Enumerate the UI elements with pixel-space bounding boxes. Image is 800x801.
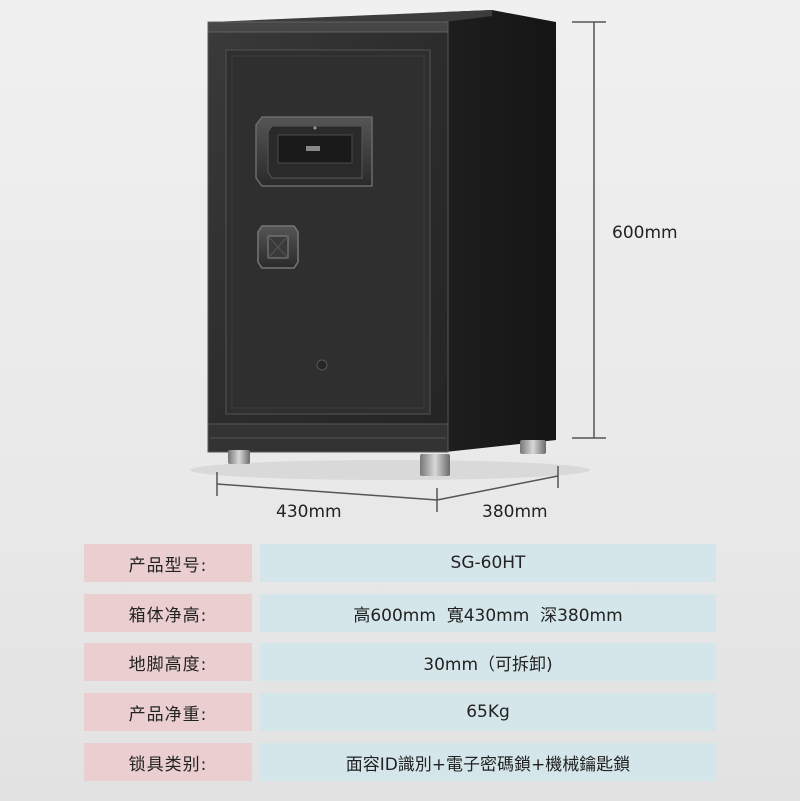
width-dimension-label: 430mm	[276, 502, 342, 522]
depth-dimension-label: 380mm	[482, 502, 548, 522]
spec-label: 地脚高度:	[84, 643, 252, 681]
spec-label: 产品净重:	[84, 693, 252, 731]
spec-value: SG-60HT	[260, 544, 716, 582]
spec-label: 产品型号:	[84, 544, 252, 582]
safe-product-image	[190, 10, 606, 512]
spec-label: 锁具类别:	[84, 743, 252, 781]
spec-row-lock-type: 锁具类别: 面容ID識別+電子密碼鎖+機械鑰匙鎖	[84, 743, 716, 781]
safe-feet	[228, 440, 546, 476]
spec-row-weight: 产品净重: 65Kg	[84, 693, 716, 731]
spec-row-model: 产品型号: SG-60HT	[84, 544, 716, 582]
spec-label: 箱体净高:	[84, 594, 252, 632]
keyhole-icon	[316, 359, 328, 371]
spec-value: 高600mm 寬430mm 深380mm	[260, 594, 716, 632]
spec-value: 65Kg	[260, 693, 716, 731]
mechanical-knob	[257, 225, 299, 269]
spec-row-foot-height: 地脚高度: 30mm（可拆卸)	[84, 643, 716, 681]
height-dimension-label: 600mm	[612, 223, 678, 243]
spec-row-size: 箱体净高: 高600mm 寬430mm 深380mm	[84, 594, 716, 632]
face-id-panel	[255, 116, 373, 187]
spec-value: 30mm（可拆卸)	[260, 643, 716, 681]
spec-value: 面容ID識別+電子密碼鎖+機械鑰匙鎖	[260, 743, 716, 781]
